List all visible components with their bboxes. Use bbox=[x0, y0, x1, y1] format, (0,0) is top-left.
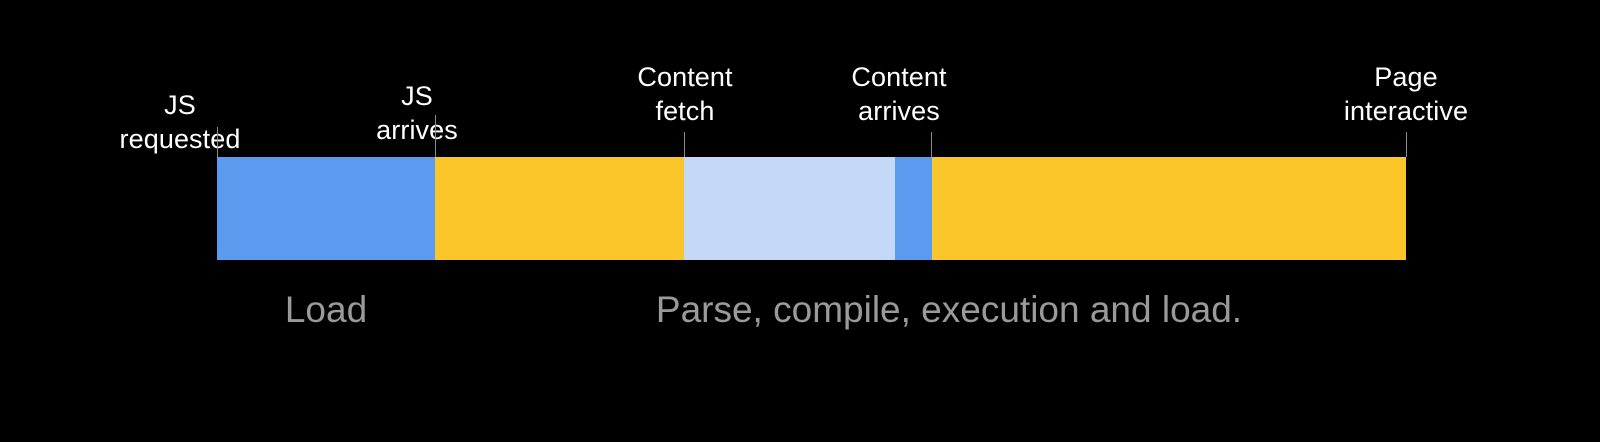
phase-caption-load: Load bbox=[284, 289, 368, 330]
marker-label-js-requested: JS requested bbox=[119, 90, 241, 154]
bar-segment-content-download bbox=[895, 157, 932, 260]
marker-line-content-arrives bbox=[931, 132, 932, 157]
marker-label-content-fetch: Content fetch bbox=[637, 62, 733, 126]
marker-line-page-interactive bbox=[1406, 132, 1407, 157]
marker-line-js-requested bbox=[217, 127, 218, 157]
marker-label-content-arrives: Content arrives bbox=[851, 62, 947, 126]
timeline-bar bbox=[217, 157, 1406, 260]
bar-segment-parse-compile bbox=[435, 157, 684, 260]
bar-segment-execution-load bbox=[932, 157, 1406, 260]
marker-line-content-fetch bbox=[684, 132, 685, 157]
marker-label-js-arrives: JS arrives bbox=[376, 81, 458, 145]
marker-label-page-interactive: Page interactive bbox=[1343, 62, 1469, 126]
bar-segment-js-download bbox=[217, 157, 435, 260]
marker-line-js-arrives bbox=[435, 115, 436, 157]
bar-segment-content-fetch-wait bbox=[684, 157, 895, 260]
phase-caption-parse-compile-execution-load: Parse, compile, execution and load. bbox=[655, 289, 1243, 330]
